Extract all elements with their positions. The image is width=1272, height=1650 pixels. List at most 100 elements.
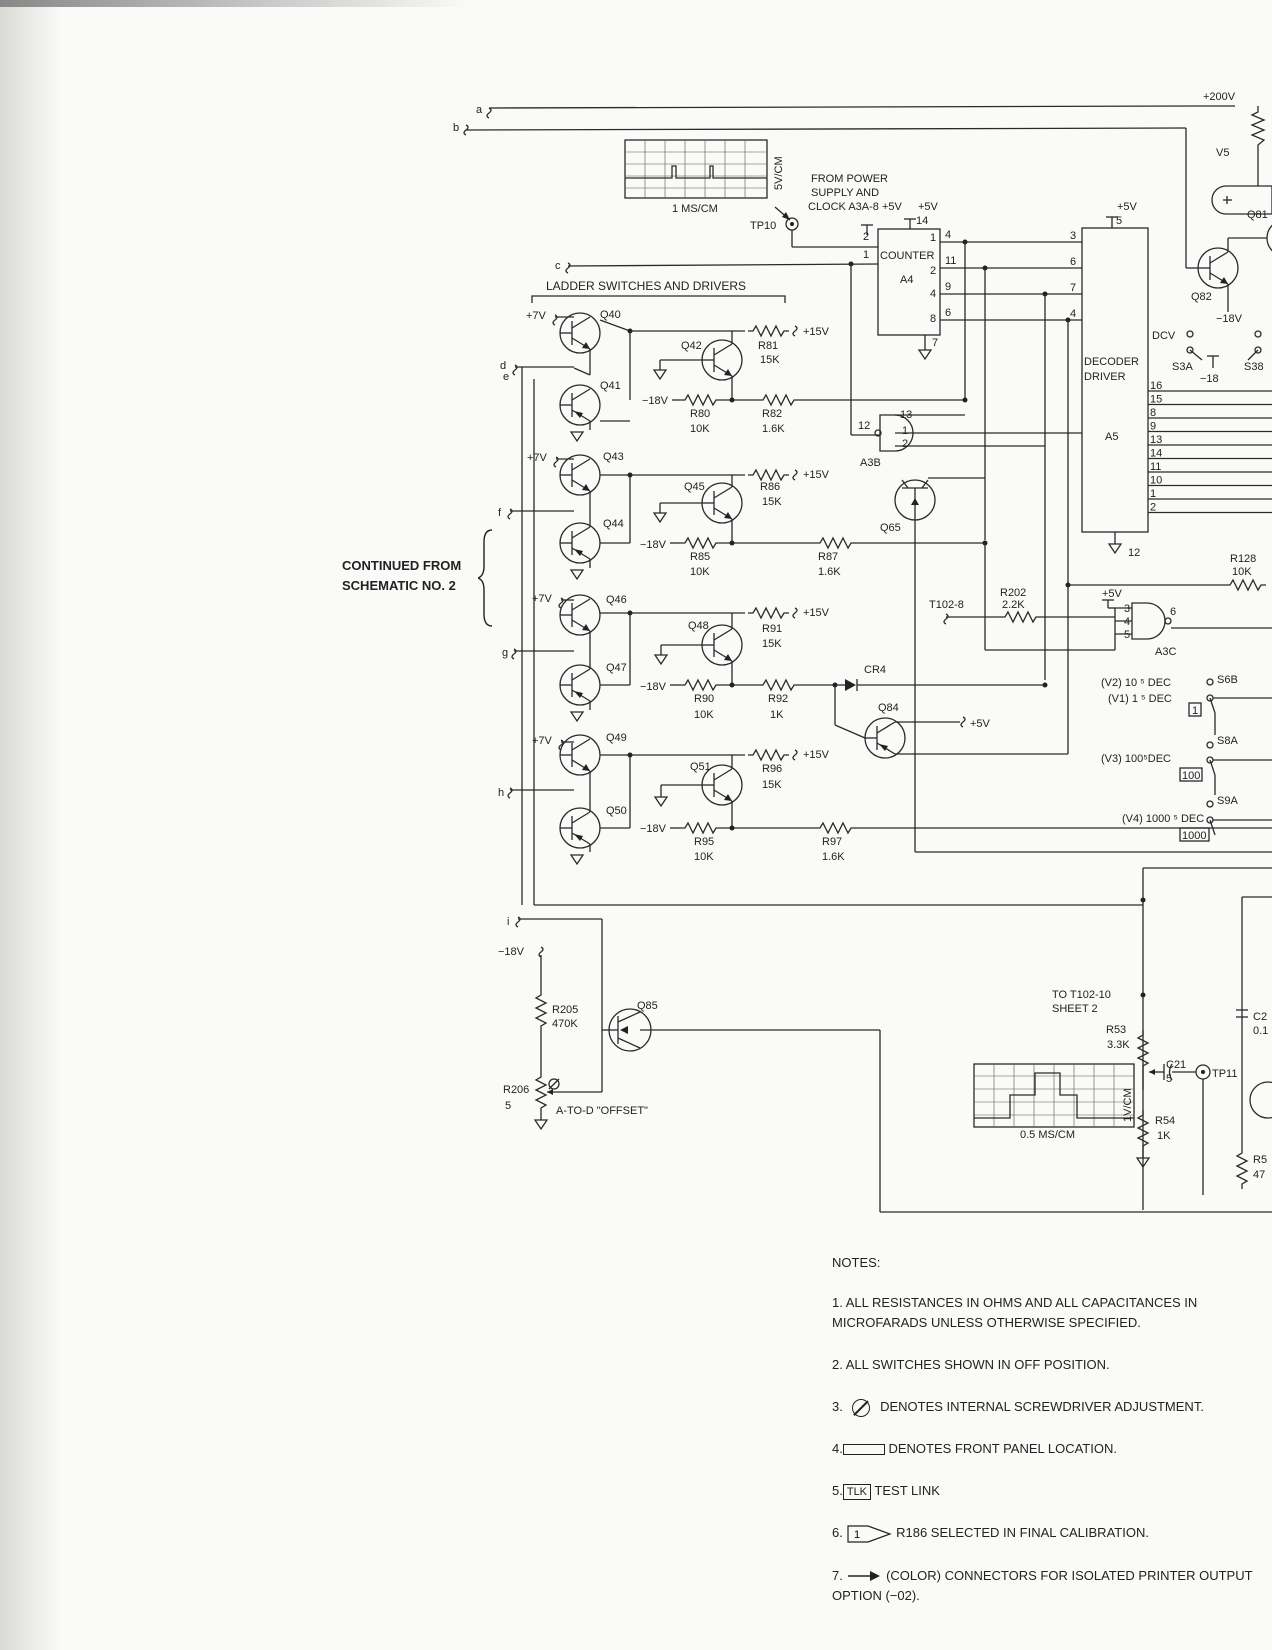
from-power-label: FROM POWER SUPPLY AND CLOCK A3A-8 +5V bbox=[808, 173, 903, 213]
svg-text:12: 12 bbox=[858, 420, 870, 432]
svg-text:R202: R202 bbox=[1000, 587, 1026, 599]
continued-brace bbox=[478, 529, 493, 627]
continued-line-2: SCHEMATIC NO. 2 bbox=[342, 578, 456, 593]
svg-text:47: 47 bbox=[1253, 1169, 1265, 1181]
svg-text:11: 11 bbox=[945, 255, 956, 267]
svg-text:14: 14 bbox=[916, 215, 928, 227]
resistor-r128: R128 10K bbox=[1065, 553, 1267, 591]
svg-text:15K: 15K bbox=[762, 638, 782, 650]
note-7-number: 7. bbox=[832, 1567, 843, 1583]
note-4-number: 4. bbox=[832, 1441, 843, 1456]
svg-text:3: 3 bbox=[1124, 603, 1130, 615]
plus200v-label: +200V bbox=[1203, 91, 1236, 103]
svg-text:1: 1 bbox=[863, 249, 869, 261]
svg-text:10K: 10K bbox=[1232, 566, 1252, 578]
svg-text:DECODER: DECODER bbox=[1084, 356, 1139, 368]
svg-text:(V2) 10 ⁵ DEC: (V2) 10 ⁵ DEC bbox=[1101, 677, 1171, 689]
svg-text:10K: 10K bbox=[694, 851, 714, 863]
svg-text:1: 1 bbox=[902, 425, 908, 437]
svg-text:+5V: +5V bbox=[1102, 588, 1123, 600]
svg-text:−18V: −18V bbox=[640, 539, 667, 551]
svg-text:−18V: −18V bbox=[642, 395, 669, 407]
svg-text:a: a bbox=[476, 104, 483, 116]
decoder-pin-label: 14 bbox=[1150, 448, 1162, 460]
note-5-text: TEST LINK bbox=[874, 1483, 940, 1498]
svg-text:Q82: Q82 bbox=[1191, 291, 1212, 303]
connector-arrow-icon bbox=[848, 1571, 881, 1582]
transistor-q82: Q82 −18V bbox=[1191, 247, 1243, 325]
svg-text:4: 4 bbox=[930, 288, 936, 300]
notes-title: NOTES: bbox=[832, 1255, 881, 1270]
svg-text:A3B: A3B bbox=[860, 457, 881, 469]
svg-text:Q43: Q43 bbox=[603, 451, 624, 463]
svg-text:R82: R82 bbox=[762, 408, 782, 420]
svg-text:(V3) 100⁵DEC: (V3) 100⁵DEC bbox=[1101, 753, 1171, 765]
continued-from-label: CONTINUED FROM SCHEMATIC NO. 2 bbox=[342, 556, 461, 596]
svg-text:1K: 1K bbox=[1157, 1130, 1171, 1142]
svg-text:TP10: TP10 bbox=[750, 220, 776, 232]
decoder-pin-label: 2 bbox=[1150, 502, 1156, 514]
s3a-label: S3A bbox=[1172, 361, 1193, 373]
gate-a3b: A3B 12 13 1 2 bbox=[858, 409, 1082, 469]
svg-text:R92: R92 bbox=[768, 693, 788, 705]
svg-text:470K: 470K bbox=[552, 1018, 578, 1030]
svg-text:1V/CM: 1V/CM bbox=[1122, 1088, 1134, 1122]
svg-text:10K: 10K bbox=[690, 423, 710, 435]
scope-waveform-1: 1 MS/CM 5V/CM bbox=[624, 139, 785, 215]
svg-text:1K: 1K bbox=[770, 709, 784, 721]
svg-text:SUPPLY AND: SUPPLY AND bbox=[811, 187, 879, 199]
svg-text:Q47: Q47 bbox=[606, 662, 627, 674]
note-1: 1. ALL RESISTANCES IN OHMS AND ALL CAPAC… bbox=[832, 1295, 1198, 1330]
svg-text:−18V: −18V bbox=[640, 681, 667, 693]
svg-text:R80: R80 bbox=[690, 408, 710, 420]
svg-text:R5: R5 bbox=[1253, 1154, 1267, 1166]
svg-text:4: 4 bbox=[1124, 616, 1130, 628]
svg-text:R85: R85 bbox=[690, 551, 710, 563]
svg-text:12: 12 bbox=[1128, 547, 1140, 559]
test-link-box: TLK bbox=[842, 1483, 872, 1500]
svg-text:5: 5 bbox=[1124, 629, 1130, 641]
svg-text:15K: 15K bbox=[762, 496, 782, 508]
svg-text:5: 5 bbox=[1166, 1073, 1172, 1085]
note-7: 7. (COLOR) CONNECTORS FOR ISOLATED PRINT… bbox=[832, 1566, 1272, 1606]
svg-text:+15V: +15V bbox=[803, 749, 830, 761]
scan-edge-shadow bbox=[0, 0, 60, 1650]
offset-section: i −18V R205 470K R206 5 A-TO-D "OFFSET" … bbox=[498, 916, 1272, 1213]
svg-text:100: 100 bbox=[1182, 770, 1200, 782]
svg-text:Q44: Q44 bbox=[603, 518, 624, 530]
decoder-pin-label: 10 bbox=[1150, 475, 1162, 487]
svg-text:TP11: TP11 bbox=[1212, 1068, 1237, 1080]
svg-text:−18V: −18V bbox=[498, 946, 525, 958]
svg-text:FROM POWER: FROM POWER bbox=[811, 173, 888, 185]
ladder-stage-4: +7V Q49 Q50 R96 15K +15V Q51 −18V R95 10… bbox=[532, 732, 1272, 865]
svg-text:5: 5 bbox=[505, 1100, 511, 1112]
decoder-pin-label: 9 bbox=[1150, 421, 1156, 433]
note-7-text: (COLOR) CONNECTORS FOR ISOLATED PRINTER … bbox=[832, 1567, 1253, 1603]
svg-text:15K: 15K bbox=[762, 779, 782, 791]
svg-text:Q49: Q49 bbox=[606, 732, 627, 744]
decoder-driver-a5: DECODER DRIVER A5 +5V 5 12 bbox=[1081, 201, 1149, 559]
svg-text:SHEET 2: SHEET 2 bbox=[1052, 1003, 1098, 1015]
svg-text:1: 1 bbox=[854, 1529, 860, 1541]
tp10: TP10 bbox=[750, 217, 799, 232]
decoder-pin-label: 16 bbox=[1150, 380, 1162, 392]
svg-text:6: 6 bbox=[1170, 606, 1176, 618]
svg-text:4: 4 bbox=[1070, 308, 1076, 320]
svg-text:A4: A4 bbox=[900, 274, 913, 286]
svg-text:3: 3 bbox=[1070, 230, 1076, 242]
svg-text:S8A: S8A bbox=[1217, 735, 1238, 747]
svg-text:S9A: S9A bbox=[1217, 795, 1238, 807]
svg-text:b: b bbox=[453, 122, 459, 134]
svg-text:i: i bbox=[507, 916, 509, 928]
svg-text:DRIVER: DRIVER bbox=[1084, 371, 1126, 383]
svg-text:R95: R95 bbox=[694, 836, 714, 848]
svg-text:(V1) 1 ⁵ DEC: (V1) 1 ⁵ DEC bbox=[1108, 693, 1172, 705]
svg-text:Q84: Q84 bbox=[878, 702, 899, 714]
svg-text:2: 2 bbox=[863, 231, 869, 243]
svg-text:7: 7 bbox=[1070, 282, 1076, 294]
note-3-text: DENOTES INTERNAL SCREWDRIVER ADJUSTMENT. bbox=[880, 1399, 1204, 1414]
v5-label: V5 bbox=[1216, 147, 1229, 159]
svg-text:5V/CM: 5V/CM bbox=[773, 156, 785, 190]
svg-text:+5V: +5V bbox=[970, 718, 991, 730]
